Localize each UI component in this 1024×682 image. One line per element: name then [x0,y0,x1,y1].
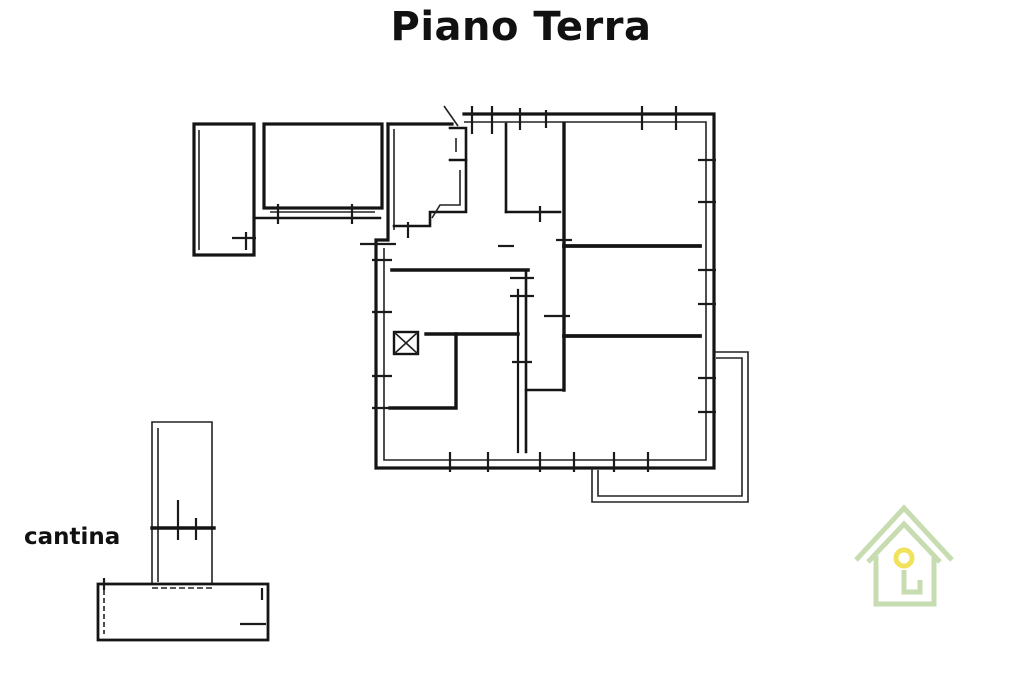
page-title: Piano Terra [390,4,652,50]
terrace [591,351,749,503]
main-house-outline [374,112,716,470]
annex-left-room [192,122,256,257]
house-logo-icon [854,504,954,607]
annex-middle-room [252,122,384,224]
openings [360,106,716,472]
cellar-label: cantina [24,524,121,550]
interior-walls [388,105,702,454]
cellar-plan [96,421,270,642]
